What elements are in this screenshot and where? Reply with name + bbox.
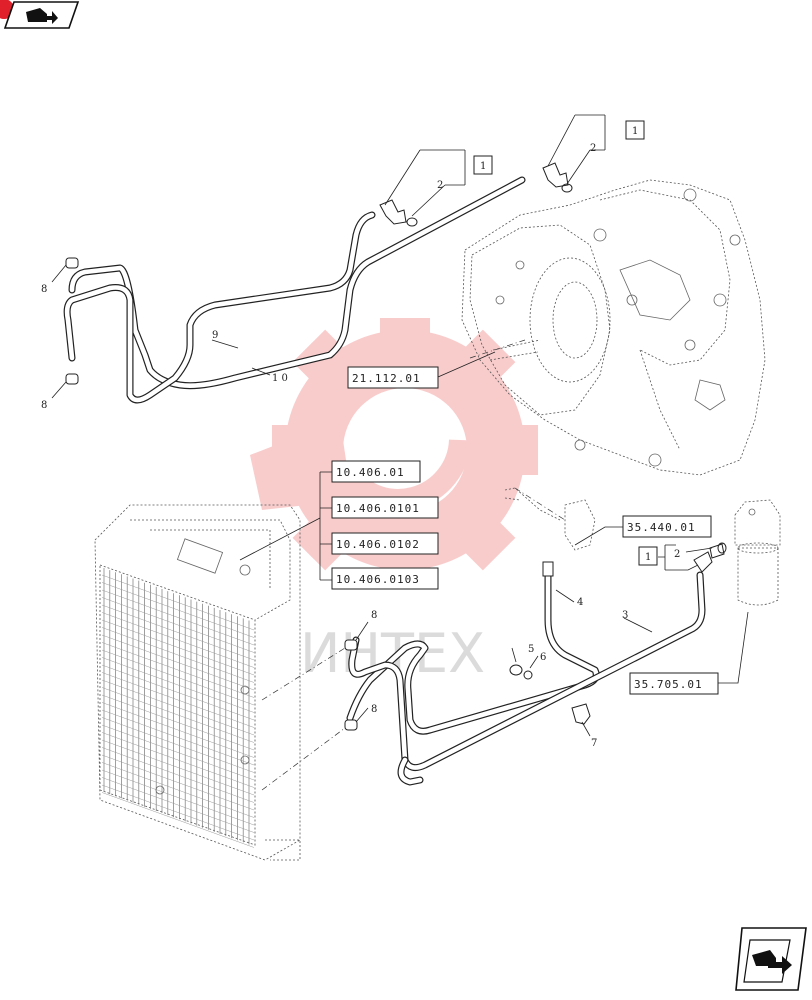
seal-6: [523, 670, 533, 680]
clamp-upper-a: [65, 257, 79, 269]
reference-10-406-0103[interactable]: 10.406.0103: [331, 567, 439, 590]
pipe-3-lower-loop: [397, 756, 424, 786]
svg-text:1: 1: [645, 552, 651, 563]
callout-8-c: 8: [371, 610, 377, 621]
pipe-10: [63, 211, 376, 404]
transmission-housing: [461, 179, 766, 476]
reference-10-406-0101[interactable]: 10.406.0101: [331, 496, 439, 519]
fitting-bracket: [504, 487, 596, 551]
svg-text:1: 1: [480, 161, 486, 172]
svg-text:35.440.01: 35.440.01: [627, 521, 696, 534]
reference-35-440-01[interactable]: 35.440.01: [622, 515, 712, 538]
alignment-lines: [261, 339, 566, 791]
plug-5: [509, 664, 523, 676]
callout-6: 6: [540, 652, 546, 663]
previous-page-icon[interactable]: [0, 0, 80, 29]
svg-text:10.406.0103: 10.406.0103: [336, 573, 420, 586]
leader-lines: [51, 114, 749, 737]
oil-filter-housing: [734, 499, 781, 606]
callout-3: 3: [622, 610, 628, 621]
reference-21-112-01[interactable]: 21.112.01: [347, 366, 439, 389]
cooler-fins: [101, 568, 255, 848]
callout-5: 5: [528, 644, 534, 655]
callout-7: 7: [591, 738, 597, 749]
kit-box-upper-left[interactable]: 1: [473, 155, 493, 175]
reference-10-406-0102[interactable]: 10.406.0102: [331, 532, 439, 555]
callout-8-b: 8: [41, 400, 47, 411]
oring-2-lower: [717, 542, 727, 554]
watermark-text: ИНТЕХ: [300, 622, 485, 685]
kit-box-lower[interactable]: 1: [638, 546, 658, 566]
pipe-4: [346, 564, 600, 735]
pipe-9: [68, 176, 526, 390]
clamp-lower-b: [344, 719, 358, 731]
elbow-fitting-upper-right: [542, 162, 573, 193]
svg-text:35.705.01: 35.705.01: [634, 678, 703, 691]
callout-2-upper-right: 2: [590, 143, 596, 154]
callout-8-a: 8: [41, 284, 47, 295]
svg-text:1: 1: [632, 126, 638, 137]
callout-2-upper-left: 2: [437, 180, 443, 191]
reference-10-406-01[interactable]: 10.406.01: [331, 460, 421, 483]
elbow-fitting-upper-left: [379, 199, 418, 227]
oil-cooler-radiator: [94, 504, 301, 861]
callout-2-lower: 2: [674, 549, 680, 560]
svg-text:10.406.0101: 10.406.0101: [336, 502, 420, 515]
callout-10: 1 0: [272, 373, 288, 384]
hose-end-fitting-4: [542, 561, 554, 577]
clamp-upper-b: [65, 373, 79, 385]
next-page-icon[interactable]: [735, 927, 807, 991]
kit-box-upper-right[interactable]: 1: [625, 120, 645, 140]
svg-text:21.112.01: 21.112.01: [352, 372, 421, 385]
clip-7: [571, 703, 591, 725]
svg-text:10.406.01: 10.406.01: [336, 466, 405, 479]
elbow-fitting-filter: [693, 543, 725, 573]
callout-4: 4: [577, 597, 583, 608]
callout-8-d: 8: [371, 704, 377, 715]
callout-9: 9: [212, 330, 218, 341]
clamp-lower-a: [344, 639, 358, 651]
callout-labels: 2 2 2 3 4 5 6 7 8 8 8 8 9 1 0: [41, 143, 680, 749]
reference-35-705-01[interactable]: 35.705.01: [629, 672, 719, 695]
pipe-3: [348, 571, 706, 772]
svg-text:10.406.0102: 10.406.0102: [336, 538, 420, 551]
